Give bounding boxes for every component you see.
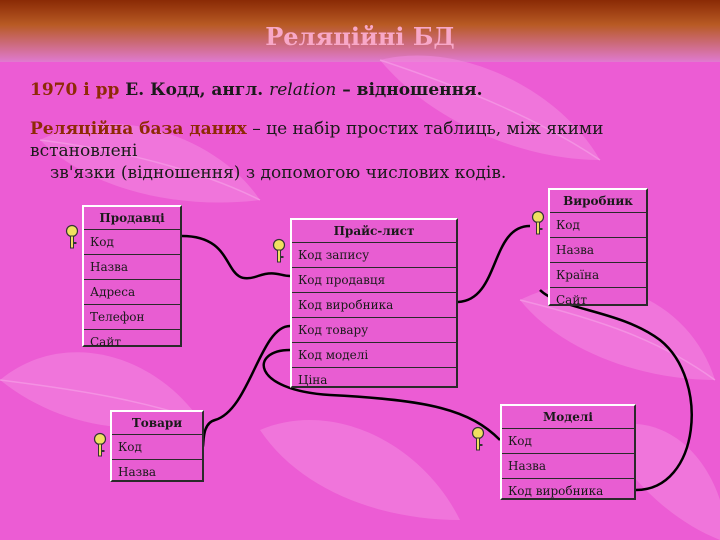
table-manufacturer-title: Виробник <box>550 190 646 213</box>
relation-meaning: – відношення. <box>336 80 483 100</box>
table-manufacturer: Виробник Код Назва Країна Сайт <box>548 188 648 307</box>
field: Код виробника <box>508 484 604 498</box>
table-models-title: Моделі <box>502 406 634 429</box>
link-models-manufacturer <box>539 289 693 492</box>
field: Код моделі <box>292 343 456 368</box>
field: Код продавця <box>292 268 456 293</box>
slide-title: Реляційні БД <box>265 22 455 51</box>
field: Назва <box>118 465 157 479</box>
field: Телефон <box>84 305 180 330</box>
table-sellers-title: Продавці <box>84 207 180 230</box>
table-pricelist: Прайс-лист Код запису Код продавця Код в… <box>290 218 458 388</box>
field: Код запису <box>292 243 456 268</box>
field: Країна <box>550 263 646 288</box>
link-sellers-pricelist <box>181 234 291 280</box>
header-bar <box>0 0 720 62</box>
link-manufacturer-pricelist <box>457 224 531 304</box>
table-goods: Товари Код Назва <box>110 410 204 482</box>
link-pricelist-goods <box>200 324 291 450</box>
field: Назва <box>84 255 180 280</box>
field: Код <box>112 435 202 460</box>
field: Адреса <box>84 280 180 305</box>
year-text: 1970 і рр <box>30 80 120 100</box>
definition-text: – це набір простих таблиць, між якими вс… <box>30 119 604 161</box>
field: Назва <box>550 238 646 263</box>
field: Код <box>502 429 634 454</box>
link-pricelist-models <box>262 348 501 441</box>
key-icon <box>93 432 107 457</box>
field: Ціна <box>298 373 328 387</box>
field: Сайт <box>556 293 587 307</box>
field: Сайт <box>90 335 121 349</box>
key-icon <box>471 426 485 451</box>
key-icon <box>272 238 286 263</box>
table-pricelist-title: Прайс-лист <box>292 220 456 243</box>
field: Код товару <box>292 318 456 343</box>
field: Код <box>84 230 180 255</box>
table-models: Моделі Код Назва Код виробника <box>500 404 636 500</box>
field: Назва <box>502 454 634 479</box>
table-sellers: Продавці Код Назва Адреса Телефон Сайт <box>82 205 182 349</box>
table-goods-title: Товари <box>112 412 202 435</box>
codd-text: Е. Кодд, англ. <box>119 80 270 100</box>
definition-text-2: зв'язки (відношення) з допомогою числови… <box>50 163 507 183</box>
field: Код виробника <box>292 293 456 318</box>
key-icon <box>65 224 79 249</box>
definition-term: Реляційна база даних <box>30 119 247 139</box>
field: Код <box>550 213 646 238</box>
key-icon <box>531 210 545 235</box>
relation-word: relation <box>269 80 337 100</box>
definition-paragraph: Реляційна база даних – це набір простих … <box>30 118 700 184</box>
history-line: 1970 і рр Е. Кодд, англ. relation – відн… <box>30 80 483 100</box>
